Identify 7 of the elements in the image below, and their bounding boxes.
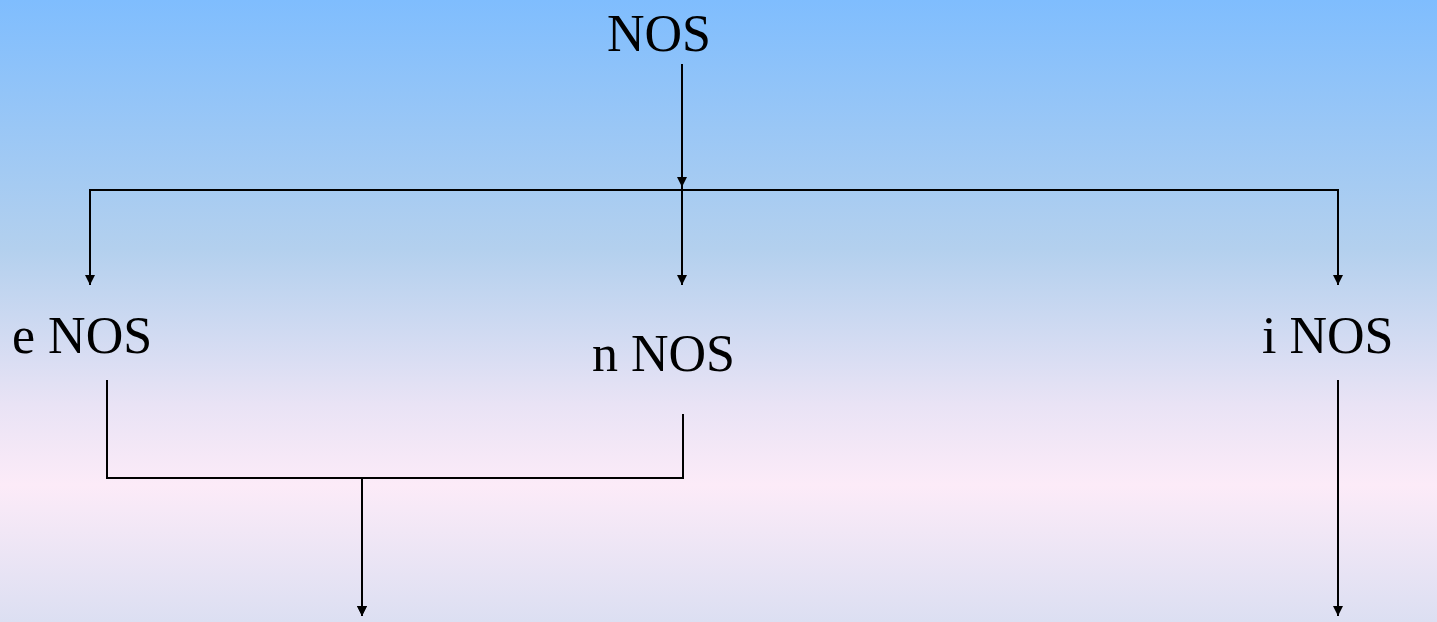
arrow — [357, 413, 684, 617]
arrow — [681, 63, 1343, 286]
node-label: n NOS — [592, 326, 736, 382]
node-label: NOS — [607, 6, 712, 62]
node-label: e NOS — [12, 308, 153, 364]
arrow — [1333, 379, 1343, 617]
node-label: i NOS — [1262, 308, 1394, 364]
